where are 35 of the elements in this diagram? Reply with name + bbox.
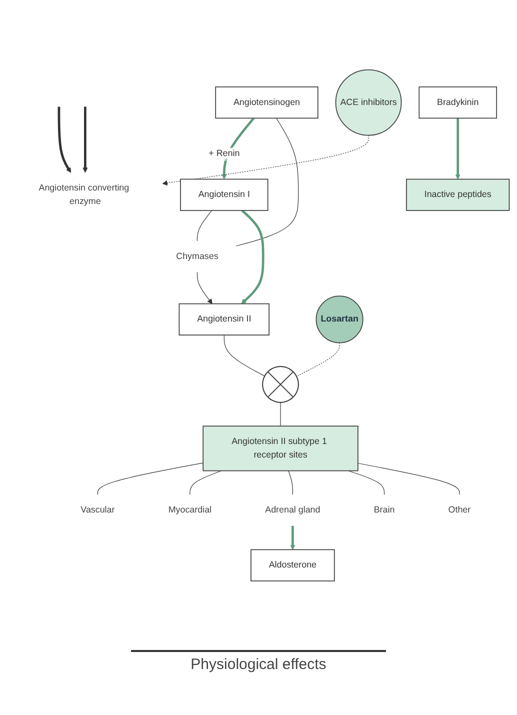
node-box: Inactive peptides — [406, 178, 510, 211]
connector — [358, 462, 460, 495]
connector — [348, 470, 385, 495]
arrow — [58, 106, 72, 172]
connector — [236, 118, 299, 246]
node-text: Angiotensin converting enzyme — [38, 182, 130, 206]
connector — [296, 342, 340, 376]
node-text: Other — [448, 504, 471, 514]
brace-caption: Physiological effects — [130, 650, 386, 673]
arrow — [455, 118, 460, 180]
arrow — [196, 272, 212, 304]
arrow — [162, 134, 369, 186]
node-box: Angiotensin I — [180, 178, 268, 211]
connector — [190, 470, 222, 495]
node-box: Angiotensinogen — [215, 86, 318, 118]
connector — [224, 334, 265, 376]
arrow — [82, 106, 88, 172]
node-text: Vascular — [80, 504, 115, 514]
connector — [288, 470, 293, 495]
arrow — [290, 526, 296, 550]
node-text: Myocardial — [168, 504, 212, 514]
node-circle: Losartan — [316, 295, 364, 343]
node-box: Aldosterone — [250, 548, 335, 582]
node-text: Adrenal gland — [265, 504, 320, 514]
node-box: Bradykinin — [418, 86, 498, 118]
connector — [280, 402, 281, 426]
node-text: Brain — [374, 504, 395, 514]
connector — [196, 210, 212, 241]
node-circle: ACE inhibitors — [335, 68, 402, 136]
node-text: Chymases — [176, 250, 218, 261]
edge-label: + Renin — [208, 148, 240, 158]
connector — [97, 462, 204, 495]
arrow — [241, 209, 264, 304]
node-box: Angiotensin II subtype 1 receptor sites — [202, 425, 358, 471]
node-box: Angiotensin II — [178, 302, 270, 336]
